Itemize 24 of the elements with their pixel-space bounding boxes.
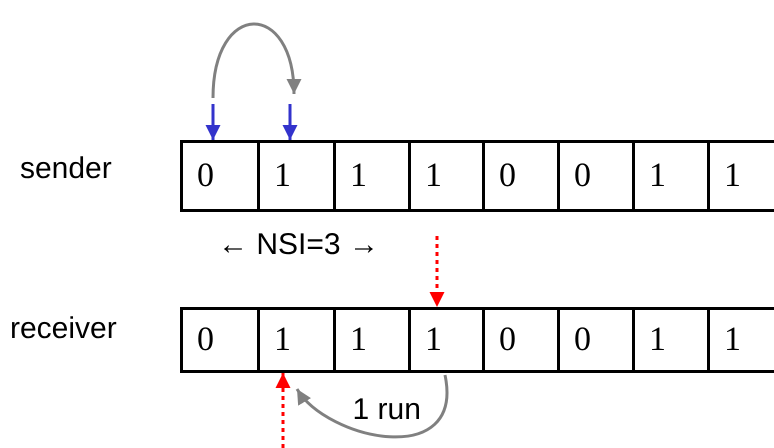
- bit-cell: 0: [557, 140, 635, 212]
- bit-cell: 0: [180, 140, 260, 212]
- bit-cell: 1: [707, 307, 774, 373]
- bit-cell: 0: [482, 140, 560, 212]
- bit-cell: 1: [257, 140, 336, 212]
- bit-cell: 1: [632, 307, 710, 373]
- bit-cell: 1: [333, 307, 411, 373]
- span-label: ← NSI=3 →: [218, 228, 379, 262]
- bit-cell: 1: [408, 140, 485, 212]
- bit-cell: 1: [632, 140, 710, 212]
- row-label: sender: [20, 152, 112, 186]
- bit-cell: 1: [333, 140, 411, 212]
- bit-cell: 0: [557, 307, 635, 373]
- row-label: receiver: [10, 312, 117, 346]
- bit-cell: 1: [408, 307, 485, 373]
- arrow: [276, 373, 290, 448]
- arrow: [430, 236, 444, 307]
- bit-cell: 1: [707, 140, 774, 212]
- bit-cell: 0: [482, 307, 560, 373]
- bit-cell: 1: [257, 307, 336, 373]
- bit-cell: 0: [180, 307, 260, 373]
- arrow: [282, 104, 298, 140]
- arrow: [206, 104, 220, 140]
- arrow: [296, 374, 448, 438]
